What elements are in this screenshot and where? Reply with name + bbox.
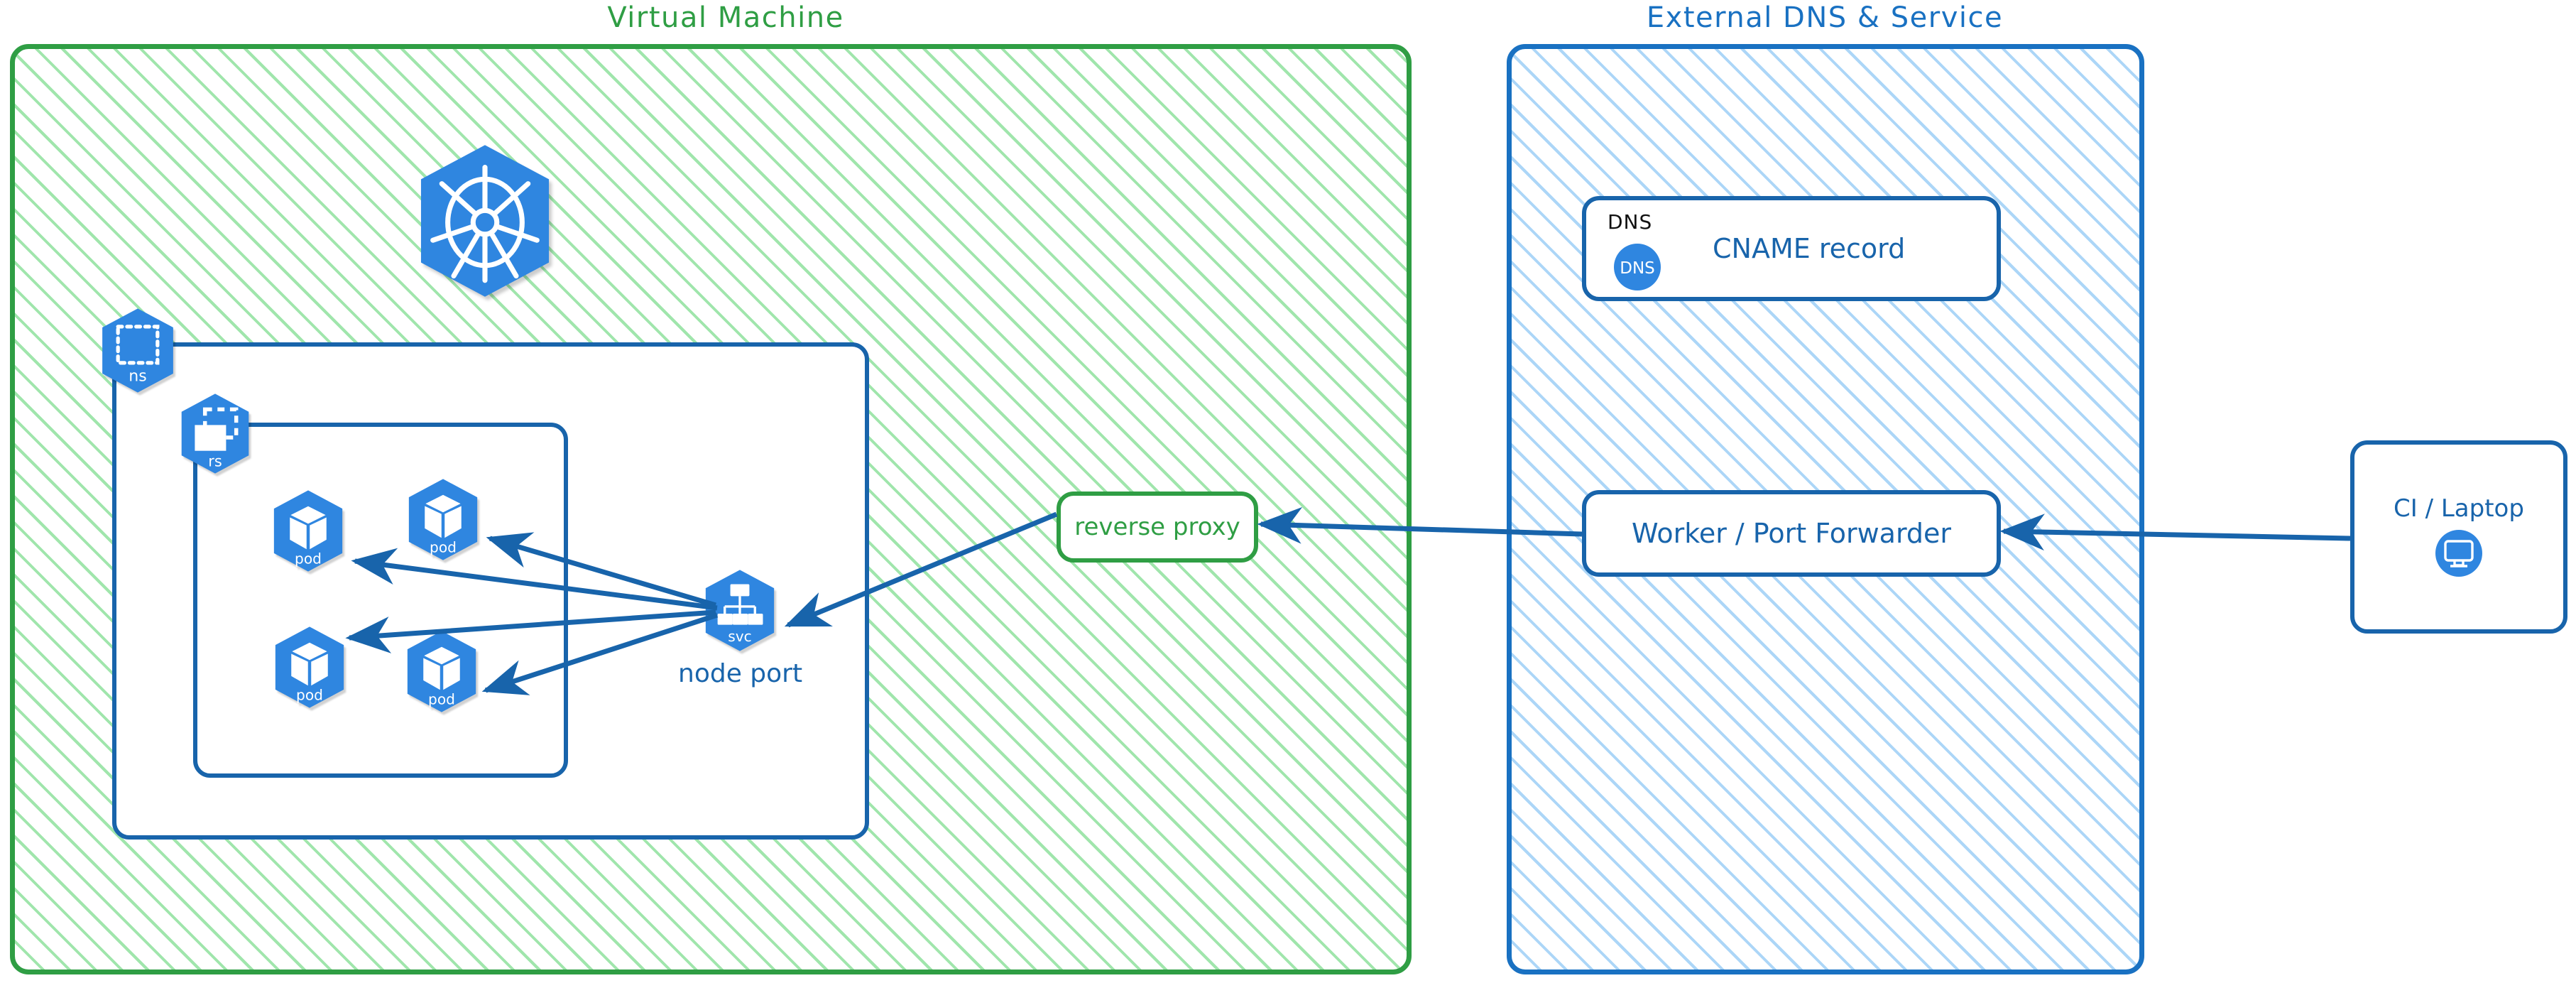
pod-icon-3[interactable]: pod <box>270 625 349 710</box>
pod-label-1: pod <box>295 550 322 567</box>
desktop-monitor-icon <box>2433 527 2485 580</box>
pod-icon-1[interactable]: pod <box>268 489 348 573</box>
pod-icon-4[interactable]: pod <box>402 629 481 714</box>
pod-icon-2[interactable]: pod <box>403 477 483 562</box>
replicaset-frame[interactable] <box>193 423 568 778</box>
ci-laptop-label: CI / Laptop <box>2394 494 2524 523</box>
service-icon[interactable]: svc <box>700 568 780 653</box>
kubernetes-logo <box>410 142 560 300</box>
svg-text:DNS: DNS <box>1620 259 1655 278</box>
dns-card-label: CNAME record <box>1713 233 1906 264</box>
reverse-proxy-label: reverse proxy <box>1074 513 1240 541</box>
dns-card-corner-tag: DNS <box>1608 210 1653 234</box>
group-title-virtual-machine: Virtual Machine <box>607 1 844 34</box>
pod-label-2: pod <box>430 538 457 555</box>
worker-port-forwarder-label: Worker / Port Forwarder <box>1631 518 1952 549</box>
dns-card[interactable]: DNS DNS CNAME record <box>1582 196 2001 301</box>
group-title-external-dns-service: External DNS & Service <box>1646 1 2004 34</box>
dns-circle-icon: DNS <box>1612 241 1663 293</box>
ci-laptop-card[interactable]: CI / Laptop <box>2350 440 2567 634</box>
replicaset-badge-label: rs <box>208 453 222 470</box>
node-port-caption: node port <box>678 659 803 688</box>
reverse-proxy-box[interactable]: reverse proxy <box>1057 492 1258 563</box>
replicaset-badge[interactable]: rs <box>176 392 254 475</box>
pod-label-4: pod <box>428 690 455 707</box>
namespace-badge[interactable]: ns <box>97 307 179 394</box>
worker-port-forwarder-card[interactable]: Worker / Port Forwarder <box>1582 490 2001 577</box>
pod-label-3: pod <box>296 686 323 703</box>
namespace-badge-label: ns <box>129 367 146 385</box>
service-badge-label: svc <box>728 628 752 645</box>
